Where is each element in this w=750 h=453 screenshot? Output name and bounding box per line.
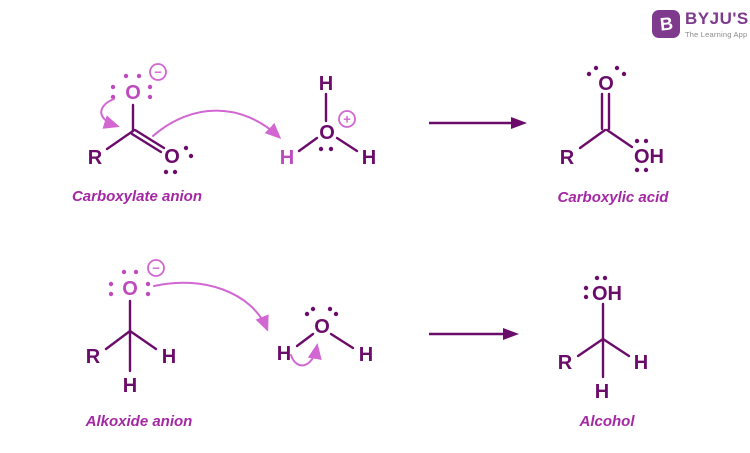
lone-pair-dot xyxy=(333,311,339,317)
molecule-label: Alcohol xyxy=(579,413,636,430)
atom-r: R xyxy=(560,147,575,169)
bond xyxy=(329,332,355,350)
carboxylate-anion: O R O − Carboxylate anion xyxy=(72,63,202,205)
lone-pair-dot xyxy=(172,169,178,175)
reaction-arrow xyxy=(429,117,527,129)
lone-pair-dot xyxy=(328,146,334,152)
atom-r: R xyxy=(558,352,573,374)
bond xyxy=(105,129,135,151)
charge-symbol: − xyxy=(152,261,160,276)
lone-pair-dot xyxy=(163,169,169,175)
reaction-arrow-head xyxy=(503,328,519,340)
positive-charge-icon xyxy=(338,110,356,128)
molecule-label: Alkoxide anion xyxy=(85,413,193,430)
atom-h-right: H xyxy=(362,147,376,169)
electron-arrow xyxy=(290,343,322,367)
atom-h-right: H xyxy=(359,344,373,366)
bond xyxy=(601,337,631,358)
atom-h-bottom: H xyxy=(123,375,137,397)
lone-pair-dot xyxy=(327,306,333,312)
atom-o-bottom: O xyxy=(164,146,180,168)
reaction-arrow-head xyxy=(511,117,527,129)
lone-pair-dot xyxy=(188,153,194,159)
logo-name: BYJU'S xyxy=(685,9,749,28)
lone-pair-dot xyxy=(304,311,310,317)
bond xyxy=(297,136,319,153)
atom-h-right: H xyxy=(634,352,648,374)
lone-pair-dot xyxy=(108,281,114,287)
lone-pair-dot xyxy=(586,71,592,77)
double-bond-line xyxy=(130,132,163,154)
carboxylic-acid: O R OH Carboxylic acid xyxy=(558,65,670,206)
bond xyxy=(104,329,132,351)
lone-pair-dot xyxy=(108,291,114,297)
molecule-label: Carboxylate anion xyxy=(72,188,202,205)
atom-o: O xyxy=(314,316,330,338)
lone-pair-dot xyxy=(583,285,589,291)
atom-o-top: O xyxy=(598,73,614,95)
atom-r: R xyxy=(86,346,101,368)
lone-pair-dot xyxy=(602,275,608,281)
lone-pair-dot xyxy=(147,84,153,90)
bond xyxy=(576,337,605,358)
bond xyxy=(128,329,158,351)
lone-pair-dot xyxy=(123,73,129,79)
electron-arrow xyxy=(100,98,120,129)
lone-pair-dot xyxy=(310,306,316,312)
lone-pair-dot xyxy=(136,73,142,79)
logo-text: BYJU'S The Learning App xyxy=(685,9,749,39)
lone-pair-dot xyxy=(133,269,139,275)
electron-arrow xyxy=(153,281,269,332)
lone-pair-dot xyxy=(145,291,151,297)
atom-o-top: O xyxy=(125,82,141,104)
lone-pair-dot xyxy=(614,65,620,71)
reaction-arrow xyxy=(429,328,519,340)
lone-pair-dot xyxy=(583,294,589,300)
lone-pair-dot xyxy=(147,94,153,100)
lone-pair-dot xyxy=(621,71,627,77)
atom-h-bottom: H xyxy=(595,381,609,403)
bond xyxy=(335,136,359,153)
water-molecule: O H H xyxy=(277,306,373,367)
bond xyxy=(605,128,634,149)
atom-oh: OH xyxy=(592,283,622,305)
byjus-logo: B BYJU'S The Learning App xyxy=(652,9,749,39)
lone-pair-dot xyxy=(643,167,649,173)
molecule-label: Carboxylic acid xyxy=(558,189,670,206)
lone-pair-dot xyxy=(145,281,151,287)
atom-oh: OH xyxy=(634,146,664,168)
lone-pair-dot xyxy=(643,138,649,144)
logo-tagline: The Learning App xyxy=(685,29,748,39)
atom-o: O xyxy=(319,122,335,144)
electron-arrow xyxy=(152,109,282,140)
charge-symbol: + xyxy=(343,112,351,127)
atom-h-left: H xyxy=(280,147,294,169)
lone-pair-dot xyxy=(593,65,599,71)
byjus-logo-icon: B xyxy=(652,10,680,38)
negative-charge-icon xyxy=(149,63,167,81)
hydronium-ion: H O H H + xyxy=(280,73,376,169)
alcohol: OH R H H Alcohol xyxy=(558,275,648,430)
lone-pair-dot xyxy=(634,167,640,173)
atom-h-left: H xyxy=(277,343,291,365)
lone-pair-dot xyxy=(183,145,189,151)
alkoxide-anion: O R H H − Alkoxide anion xyxy=(85,259,193,430)
lone-pair-dot xyxy=(110,84,116,90)
atom-r: R xyxy=(88,147,103,169)
atom-h-right: H xyxy=(162,346,176,368)
atom-o: O xyxy=(122,278,138,300)
atom-h-top: H xyxy=(319,73,333,95)
logo-initial: B xyxy=(658,13,674,35)
negative-charge-icon xyxy=(147,259,165,277)
double-bond-line xyxy=(133,128,166,150)
lone-pair-dot xyxy=(318,146,324,152)
bond xyxy=(578,128,607,150)
lone-pair-dot xyxy=(634,138,640,144)
lone-pair-dot xyxy=(594,275,600,281)
bond xyxy=(295,332,315,348)
lone-pair-dot xyxy=(121,269,127,275)
charge-symbol: − xyxy=(154,65,162,80)
